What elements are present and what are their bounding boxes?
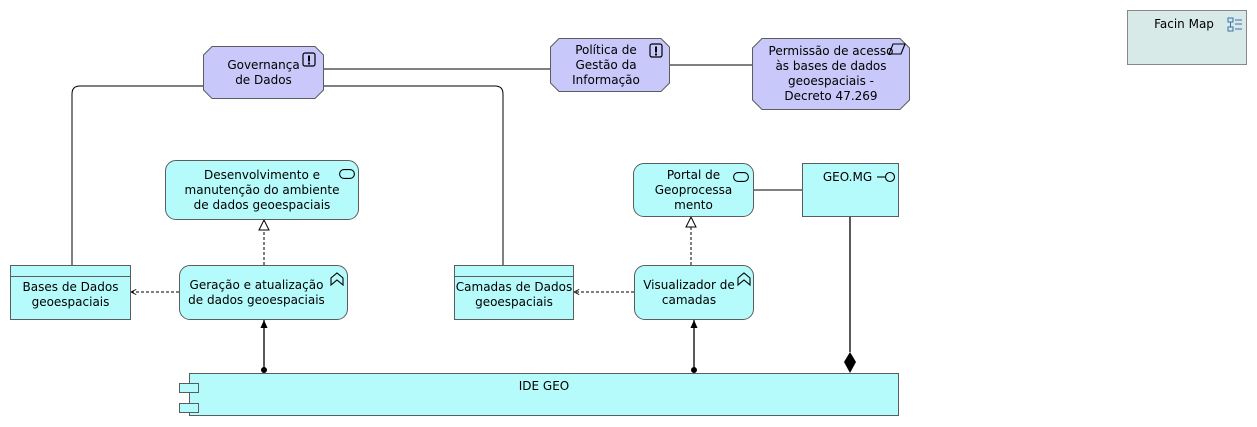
octagon-shape: [550, 38, 670, 92]
data-object-camadas-de-dados[interactable]: Camadas de Dados geoespaciais: [454, 265, 574, 320]
view-reference-icon: [1227, 17, 1243, 37]
interface-label: GEO.MG: [822, 170, 873, 184]
data-object-bases-de-dados[interactable]: Bases de Dados geoespaciais: [10, 265, 131, 320]
data-object-label: Camadas de Dados geoespaciais: [455, 280, 573, 309]
data-object-header: [455, 266, 573, 277]
component-icon: [179, 383, 199, 393]
constraint-permissao-acesso[interactable]: Permissão de acesso às bases de dados ge…: [752, 38, 910, 110]
principle-icon: [302, 52, 316, 71]
assignment-dot-visualizador: [691, 367, 697, 373]
service-icon: [733, 171, 749, 186]
principle-label: Política de Gestão da Informação: [572, 42, 640, 87]
octagon-shape: [752, 38, 910, 110]
principle-politica-gestao-informacao[interactable]: Política de Gestão da Informação: [550, 38, 670, 92]
octagon-shape: [203, 46, 324, 99]
constraint-label: Permissão de acesso às bases de dados ge…: [768, 44, 894, 103]
function-label: Geração e atualização de dados geoespaci…: [188, 277, 325, 307]
function-geracao-atualizacao[interactable]: Geração e atualização de dados geoespaci…: [179, 265, 348, 320]
view-reference-label: Facin Map: [1154, 17, 1214, 31]
service-icon: [339, 168, 355, 183]
representation-icon: [888, 43, 906, 59]
component-icon-lower-tab: [179, 403, 199, 413]
service-label: Portal de Geoprocessa mento: [654, 167, 733, 212]
service-label: Desenvolvimento e manutenção do ambiente…: [184, 167, 340, 212]
function-visualizador-camadas[interactable]: Visualizador de camadas: [634, 265, 754, 320]
principle-icon: [649, 43, 663, 62]
function-icon: [330, 272, 344, 290]
component-ide-geo[interactable]: IDE GEO: [189, 373, 899, 416]
interface-icon: [877, 171, 897, 187]
interface-geo-mg[interactable]: GEO.MG: [802, 163, 899, 217]
principle-label: Governança de Dados: [227, 57, 300, 87]
component-label: IDE GEO: [518, 379, 570, 393]
function-label: Visualizador de camadas: [643, 277, 735, 307]
data-object-label: Bases de Dados geoespaciais: [22, 280, 119, 309]
association-line-governanca-camadas[interactable]: [319, 85, 504, 265]
composition-diamond: [844, 352, 856, 373]
view-reference-facin-map[interactable]: Facin Map: [1127, 10, 1247, 65]
data-object-header: [11, 266, 130, 277]
service-desenvolvimento-manutencao[interactable]: Desenvolvimento e manutenção do ambiente…: [165, 160, 359, 220]
function-icon: [737, 272, 751, 290]
service-portal-geoprocessamento[interactable]: Portal de Geoprocessa mento: [633, 163, 754, 217]
assignment-dot-geracao: [261, 367, 267, 373]
principle-governanca-de-dados[interactable]: Governança de Dados: [203, 46, 324, 99]
association-line-governanca-bases[interactable]: [71, 85, 205, 265]
